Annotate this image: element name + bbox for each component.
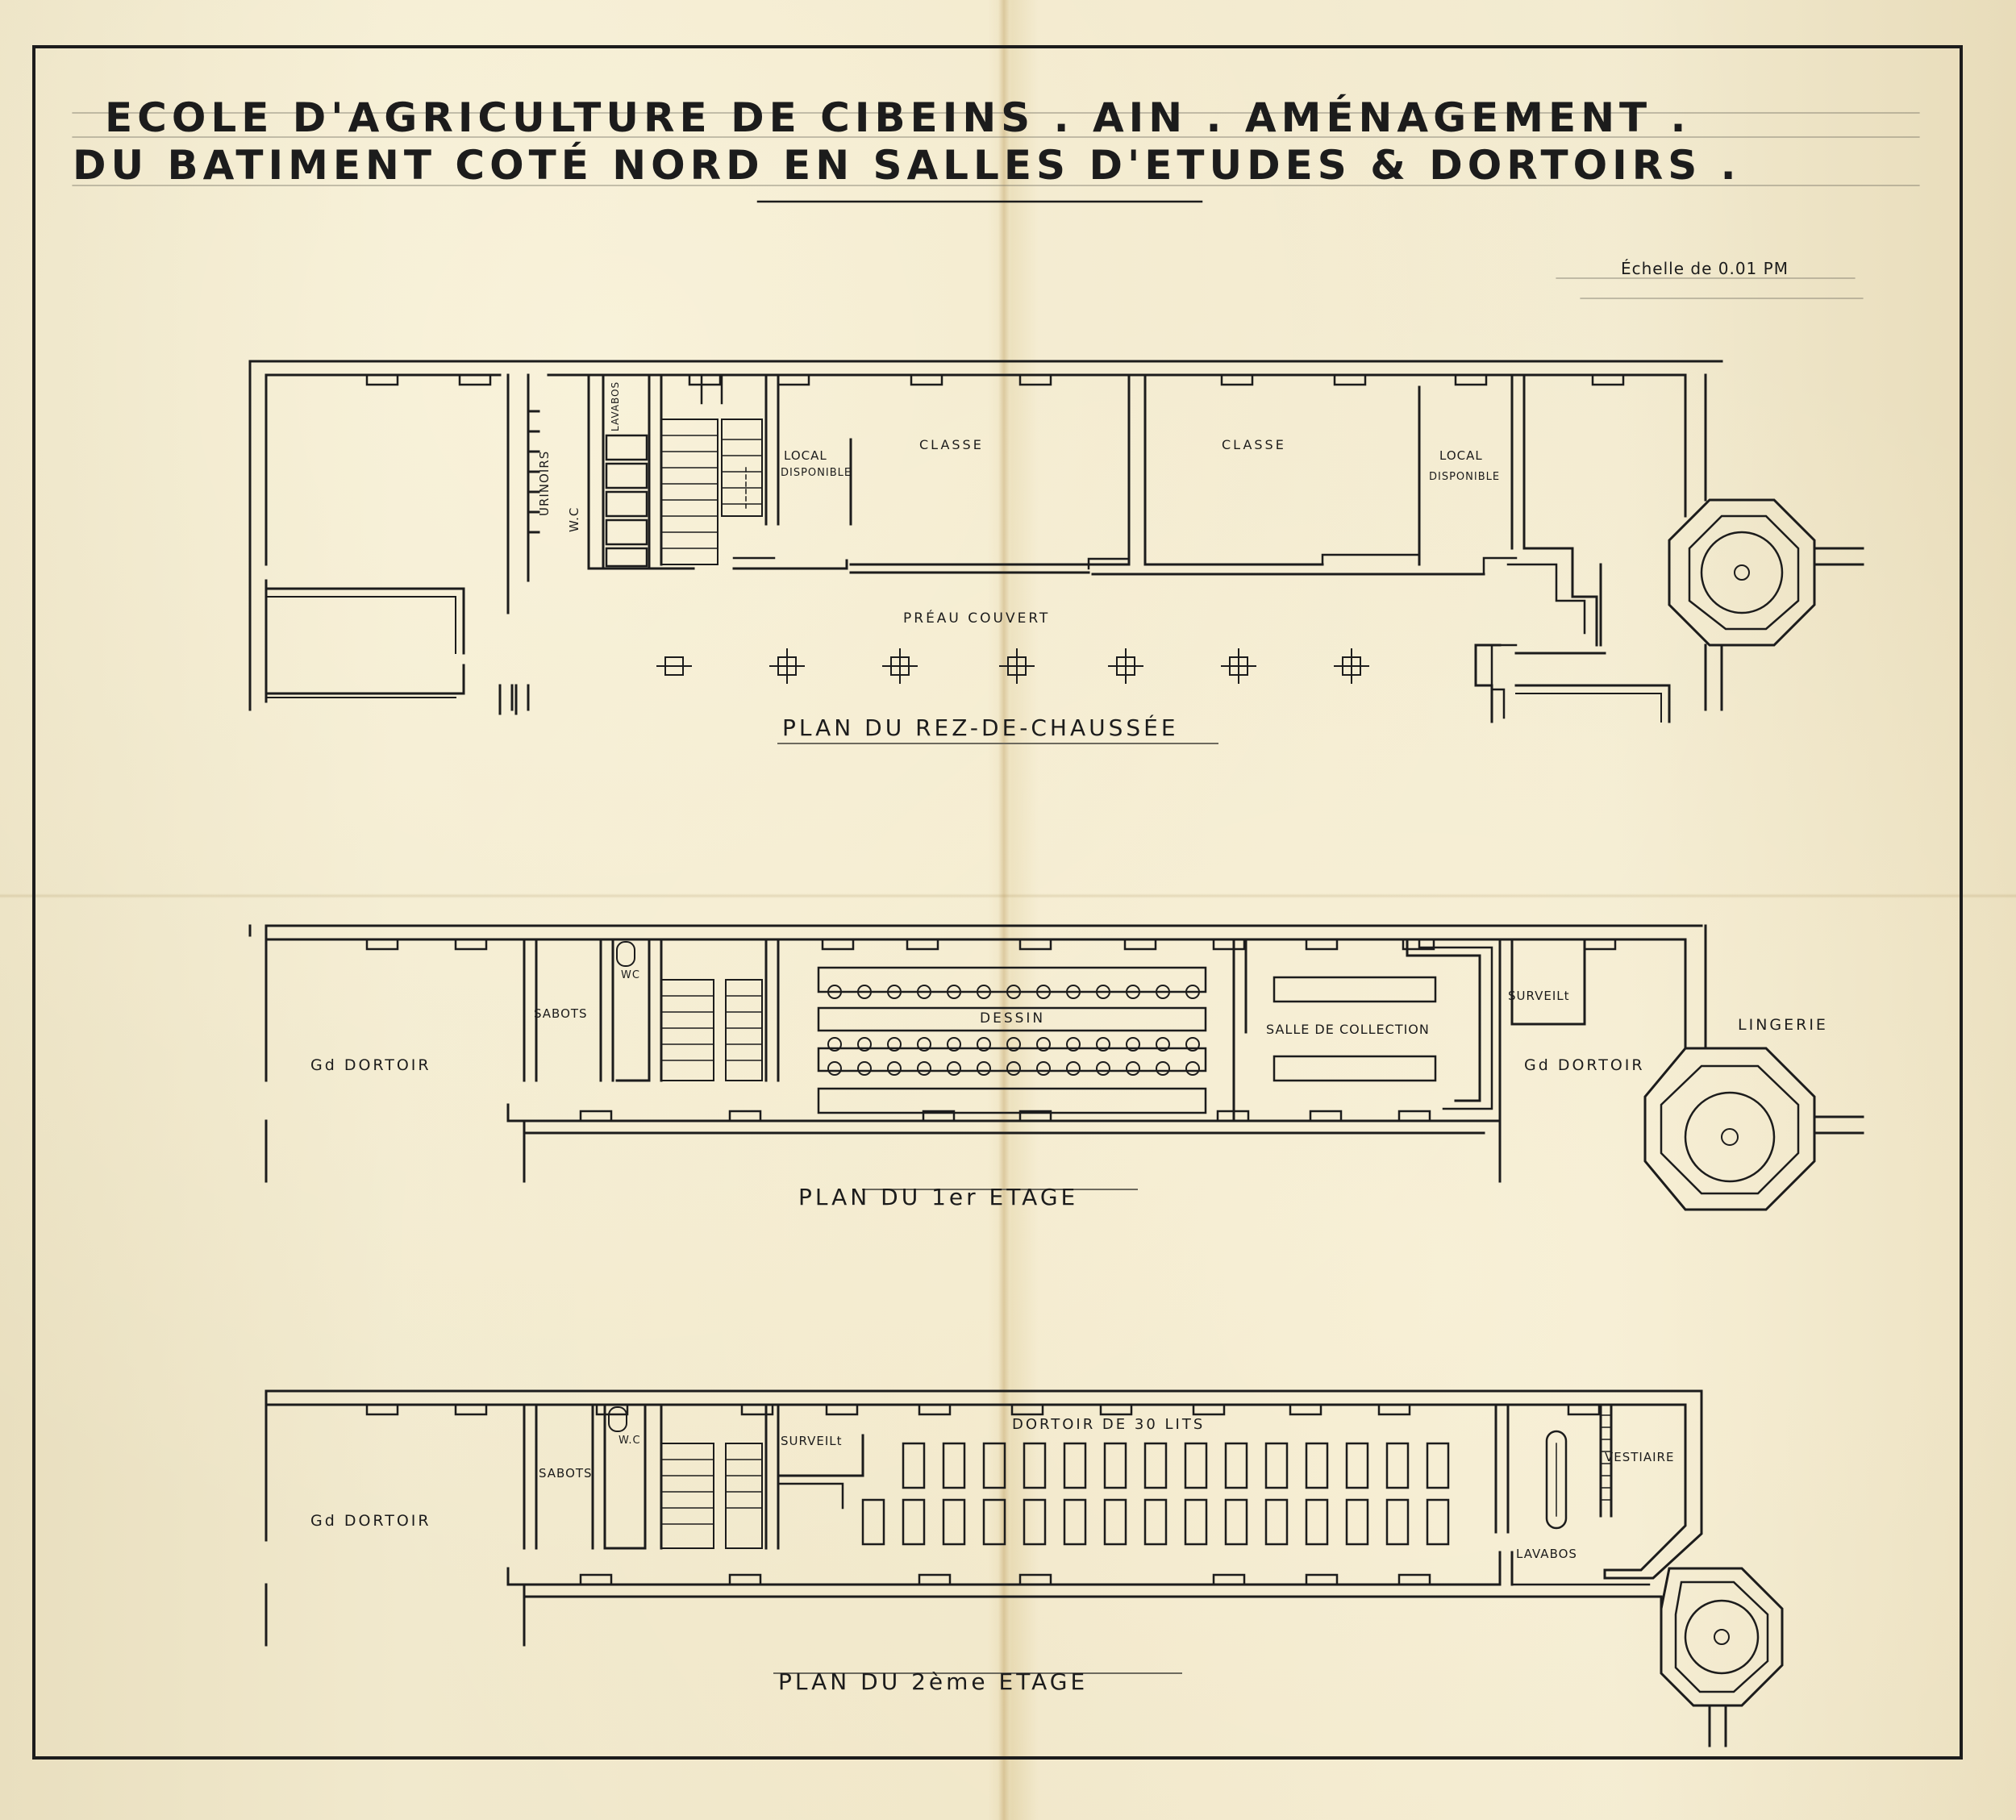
label-lavabos-second: LAVABOS (1516, 1547, 1577, 1561)
label-grand-dortoir-first-east: Gd DORTOIR (1524, 1056, 1645, 1074)
paper-fold-horizontal (0, 893, 2016, 898)
label-lingerie: LINGERIE (1738, 1016, 1828, 1034)
label-local-1-line-1: LOCAL (784, 448, 827, 463)
label-local-2-line-1: LOCAL (1439, 448, 1483, 463)
label-wc-first: WC (621, 969, 640, 981)
ground-floor-plan (248, 360, 1864, 744)
first-floor-plan (248, 924, 1864, 1211)
label-local-2-line-2: DISPONIBLE (1429, 471, 1500, 483)
label-lavabos-ground: LAVABOS (610, 381, 621, 431)
title-guide-lines (72, 112, 1920, 299)
second-floor-plan (264, 1389, 1784, 1747)
plan-title-ground: PLAN DU REZ-DE-CHAUSSÉE (782, 714, 1179, 741)
label-local-1-line-2: DISPONIBLE (781, 467, 852, 479)
label-surveillant-first: SURVEILt (1508, 989, 1570, 1003)
scale-note: Échelle de 0.01 PM (1621, 259, 1789, 278)
label-wc-ground: W.C (567, 507, 581, 532)
plan-title-second: PLAN DU 2ème ETAGE (778, 1668, 1088, 1695)
label-urinoirs: URINOIRS (537, 451, 552, 516)
paper-fold-vertical (998, 0, 1010, 1820)
label-salle-collection: SALLE DE COLLECTION (1266, 1022, 1430, 1037)
label-vestiaire: VESTIAIRE (1605, 1450, 1674, 1464)
label-grand-dortoir-first: Gd DORTOIR (310, 1056, 431, 1074)
title-line-1: ECOLE D'AGRICULTURE DE CIBEINS . AIN . A… (105, 94, 1691, 141)
label-wc-second: W.C (619, 1435, 641, 1447)
label-sabots-first: SABOTS (534, 1006, 588, 1021)
label-dortoir-30-lits: DORTOIR DE 30 LITS (1012, 1416, 1205, 1433)
plan-title-first: PLAN DU 1er ETAGE (798, 1184, 1078, 1210)
label-classe-1: CLASSE (919, 437, 984, 452)
label-classe-2: CLASSE (1222, 437, 1286, 452)
drawing-border (32, 45, 1963, 1760)
label-preau-couvert: PRÉAU COUVERT (903, 609, 1050, 627)
label-surveillant-second: SURVEILt (781, 1434, 843, 1448)
label-grand-dortoir-second: Gd DORTOIR (310, 1512, 431, 1530)
title-line-2: DU BATIMENT COTÉ NORD EN SALLES D'ETUDES… (73, 141, 1741, 189)
label-sabots-second: SABOTS (539, 1466, 593, 1481)
label-dessin: DESSIN (980, 1010, 1045, 1027)
